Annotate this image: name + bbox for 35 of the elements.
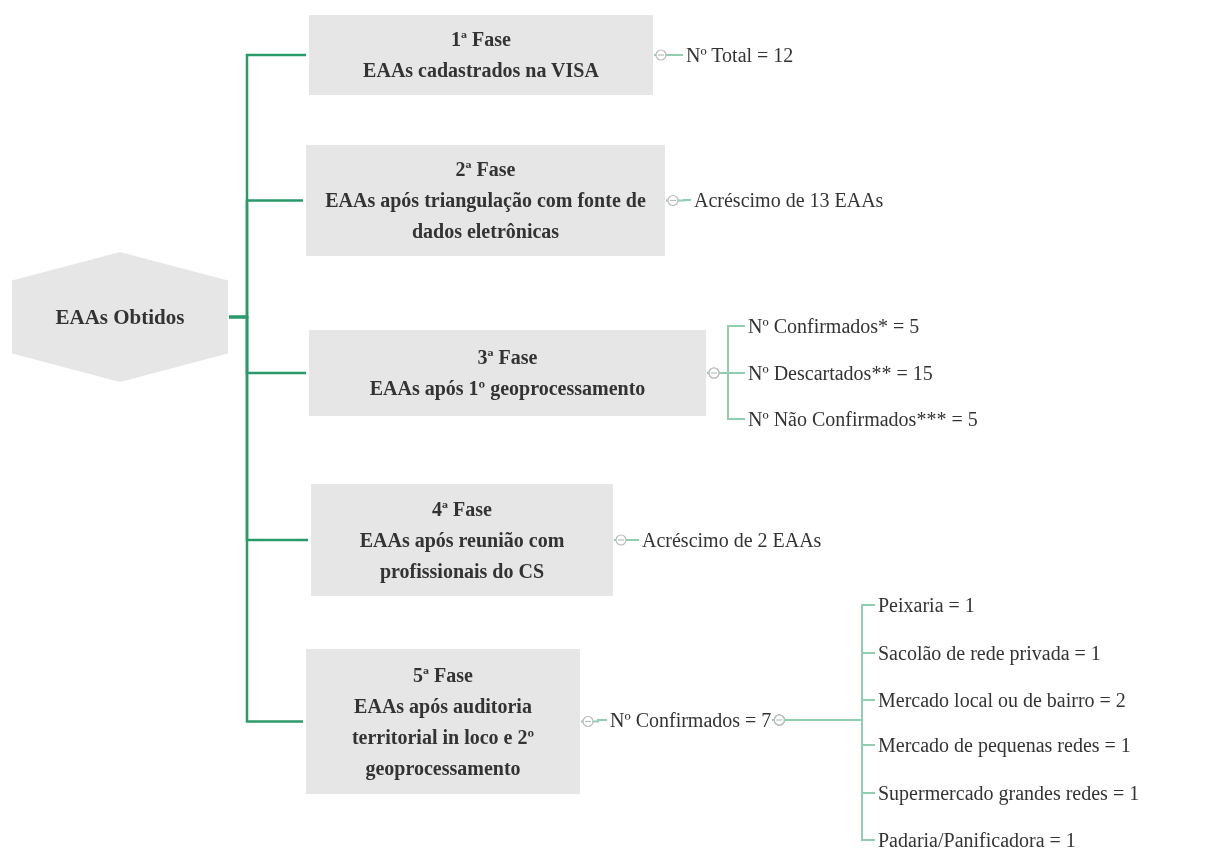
phase-text: EAAs após triangulação com fonte de dados eletrônicas: [324, 188, 647, 244]
branch-label: Acréscimo de 2 EAAs: [642, 526, 822, 554]
branch-label: Nº Total = 12: [686, 41, 794, 69]
phase-box: [306, 649, 580, 794]
phase-text: EAAs após 1º geoprocessamento: [369, 376, 646, 402]
phase-text: EAAs após auditoria territorial in loco e 2º geoprocessamento: [350, 693, 536, 782]
branch-label: Padaria/Panificadora = 1: [878, 826, 1076, 851]
branch-label: Mercado local ou de bairro = 2: [878, 686, 1126, 714]
phase-heading: 5ª Fase: [413, 662, 473, 688]
connector-line: [613, 534, 640, 546]
branch-label: Nº Não Confirmados*** = 5: [748, 405, 978, 433]
connector-line: [706, 367, 746, 420]
phase-box: [311, 484, 613, 596]
phase-heading: 1ª Fase: [451, 27, 511, 52]
connector-line: [653, 49, 684, 61]
phase-text: EAAs cadastrados na VISA: [363, 58, 599, 83]
connector-line: [665, 194, 692, 207]
phase-heading: 2ª Fase: [455, 157, 516, 182]
branch-label: Acréscimo de 13 EAAs: [694, 186, 884, 214]
connector-line: [580, 715, 608, 728]
branch-label: Peixaria = 1: [878, 591, 975, 619]
branch-label: Supermercado grandes redes = 1: [878, 779, 1140, 807]
branch-label: Nº Confirmados = 7: [610, 706, 772, 734]
phase-box: [309, 15, 653, 95]
phase-heading: 3ª Fase: [477, 345, 538, 370]
central-topic: EAAs Obtidos: [55, 304, 185, 330]
branch-label: Nº Descartados** = 15: [748, 359, 933, 387]
branch-label: Mercado de pequenas redes = 1: [878, 731, 1131, 759]
branch-label: Sacolão de rede privada = 1: [878, 639, 1101, 667]
phase-text: EAAs após reunião com profissionais do CS: [358, 527, 566, 585]
phase-box: [306, 145, 665, 256]
phase-box: [309, 330, 706, 416]
connector-line: [229, 315, 303, 723]
branch-label: Nº Confirmados* = 5: [748, 312, 920, 340]
phase-heading: 4ª Fase: [432, 496, 492, 522]
